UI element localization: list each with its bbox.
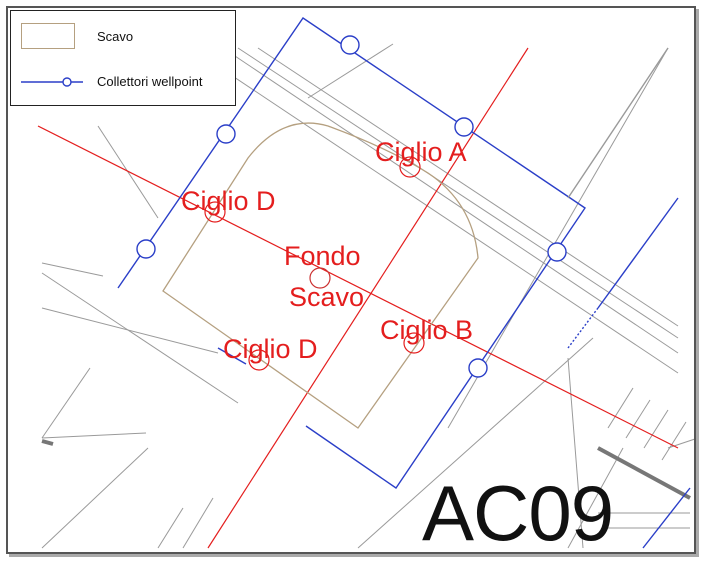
collector-line [597,197,679,309]
wellpoint-nodes [136,35,567,378]
point-ciglio-a[interactable] [399,156,421,178]
legend-label: Scavo [97,29,134,44]
point-ciglio-d-upper[interactable] [204,201,226,223]
scavo-swatch-icon [21,23,75,49]
parcel-line [667,438,694,449]
legend-item-scavo: Scavo [11,21,237,61]
label-ciglio-d-lower: Ciglio D [223,334,318,364]
parcel-line [41,367,91,439]
map-frame: Scavo Collettori wellpoint Ciglio A Cigl… [6,6,696,554]
point-fondo-scavo[interactable] [309,267,331,289]
wellpoint-node[interactable] [340,35,360,55]
map-canvas[interactable] [8,8,696,554]
collector-line [217,347,247,365]
wellpoint-node[interactable] [468,358,488,378]
excavation-outline [162,122,479,429]
collector-line [117,17,586,489]
wellpoint-node[interactable] [454,117,474,137]
parcel-line [182,497,214,549]
background-lines [41,43,694,549]
label-scavo: Scavo [289,282,365,312]
legend-label: Collettori wellpoint [97,74,203,89]
point-ciglio-b[interactable] [403,332,425,354]
label-ciglio-b: Ciglio B [380,315,474,345]
parcel-line [41,272,239,404]
parcel-line [97,125,159,219]
collector-line-icon [21,77,83,87]
parcel-line [567,447,624,549]
map-legend: Scavo Collettori wellpoint [10,10,236,106]
road-line [212,62,679,374]
site-code-label: AC09 [422,469,614,554]
label-ciglio-d-upper: Ciglio D [181,186,276,216]
parcel-line [661,421,687,461]
label-fondo: Fondo [284,241,361,271]
parcel-line [157,507,184,549]
parcel-line [597,446,691,500]
collector-line [642,487,691,549]
wellpoint-node[interactable] [216,124,236,144]
section-line-horizontal [37,125,679,449]
parcel-line [41,439,54,446]
road-line [257,47,679,327]
parcel-line [41,262,104,277]
point-ciglio-d-lower[interactable] [248,349,270,371]
wellpoint-collectors [117,17,691,549]
measurement-points [204,156,425,371]
wellpoint-node[interactable] [547,242,567,262]
parcel-line [41,307,219,354]
section-line-vertical [207,47,529,549]
parcel-line [41,432,147,439]
collector-line [567,307,599,349]
legend-item-collettori: Collettori wellpoint [11,65,237,105]
parcel-line [625,399,651,439]
parcel-line [643,409,669,449]
parcel-line [607,387,634,429]
collector-line [567,47,669,199]
parcel-line [41,447,149,549]
parcel-line [307,43,394,99]
label-ciglio-a: Ciglio A [375,137,467,167]
parcel-line [567,357,584,549]
section-lines [37,47,679,549]
parcel-line [357,337,594,549]
wellpoint-node[interactable] [136,239,156,259]
